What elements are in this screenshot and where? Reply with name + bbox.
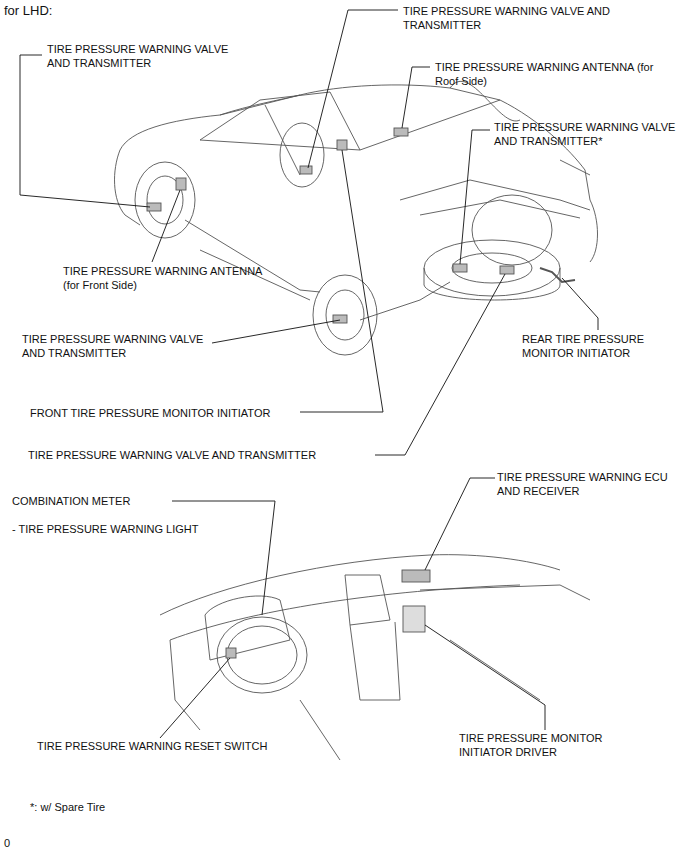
part-label: TIRE PRESSURE WARNING VALVE AND TRANSMIT… <box>28 448 388 462</box>
part-label: TIRE PRESSURE WARNING RESET SWITCH <box>37 739 317 753</box>
part-label: TIRE PRESSURE WARNING VALVE AND TRANSMIT… <box>47 42 247 70</box>
part-label: TIRE PRESSURE WARNING VALVE AND TRANSMIT… <box>403 4 663 32</box>
header-note: for LHD: <box>4 4 104 18</box>
dashboard-illustration <box>160 555 590 760</box>
leader-lines <box>20 10 598 738</box>
page-number: 0 <box>4 836 44 850</box>
part-label: TIRE PRESSURE WARNING ANTENNA (for Roof … <box>435 60 675 88</box>
part-label: TIRE PRESSURE WARNING ANTENNA (for Front… <box>63 264 263 292</box>
part-label: TIRE PRESSURE MONITOR INITIATOR DRIVER <box>459 731 639 759</box>
part-label: TIRE PRESSURE WARNING VALVE AND TRANSMIT… <box>22 332 212 360</box>
part-label: TIRE PRESSURE WARNING VALVE AND TRANSMIT… <box>494 120 684 148</box>
part-label: FRONT TIRE PRESSURE MONITOR INITIATOR <box>30 406 310 420</box>
part-label: COMBINATION METER <box>12 494 172 508</box>
part-label: TIRE PRESSURE WARNING ECU AND RECEIVER <box>497 470 677 498</box>
footnote: *: w/ Spare Tire <box>30 800 230 814</box>
sub-part-label: - TIRE PRESSURE WARNING LIGHT <box>12 522 232 536</box>
part-label: REAR TIRE PRESSURE MONITOR INITIATOR <box>522 332 682 360</box>
